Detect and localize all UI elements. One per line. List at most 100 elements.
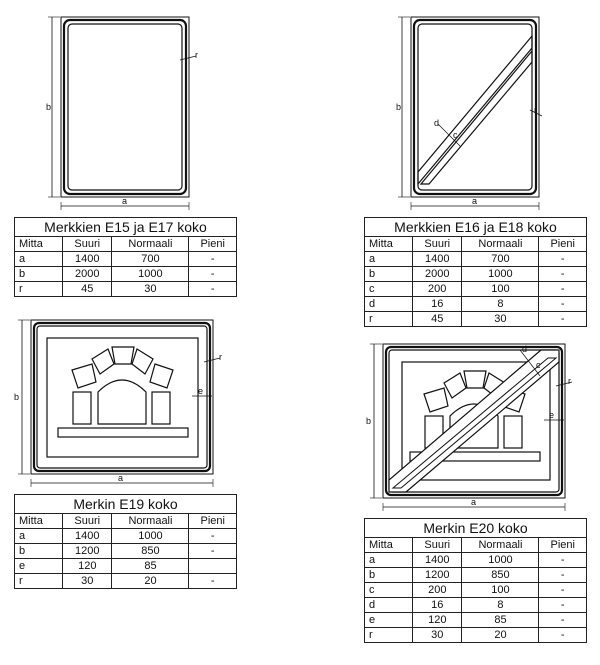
table-cell: -: [538, 251, 587, 267]
dim-label-a-2: a: [472, 196, 477, 206]
dim-label-e: e: [198, 386, 203, 396]
dim-label-a-3: a: [118, 473, 123, 483]
table-cell: a: [13, 528, 64, 544]
dim-label-r-4: r: [568, 376, 571, 386]
table-cell: 1000: [111, 266, 190, 282]
table-cell: -: [538, 582, 587, 598]
table-cell: b: [13, 266, 64, 282]
table-cell: -: [188, 281, 237, 297]
table-cell: 700: [111, 251, 190, 267]
sign-e16-e18: b a d c r: [396, 16, 543, 210]
column-header: Mitta: [13, 513, 64, 529]
table-cell: a: [363, 552, 414, 568]
table-cell: 20: [461, 627, 540, 643]
table-cell: -: [538, 627, 587, 643]
dim-label-b-4: b: [366, 416, 371, 426]
table-cell: -: [188, 573, 237, 589]
column-header: Suuri: [62, 513, 113, 529]
table-cell: 200: [412, 281, 463, 297]
table-cell: -: [538, 552, 587, 568]
table-cell: 200: [412, 582, 463, 598]
table-cell: 100: [461, 281, 540, 297]
table-cell: d: [363, 597, 414, 613]
column-header: Normaali: [461, 537, 540, 553]
table-cell: -: [188, 528, 237, 544]
table-cell: r: [13, 573, 64, 589]
table-cell: 85: [461, 612, 540, 628]
column-header: Mitta: [363, 537, 414, 553]
table-cell: 85: [111, 558, 190, 574]
table-cell: r: [13, 281, 64, 297]
table-cell: -: [538, 612, 587, 628]
column-header: Normaali: [111, 513, 190, 529]
table-title: Merkin E20 koko: [364, 518, 587, 538]
table-cell: -: [538, 296, 587, 312]
table-cell: d: [363, 296, 414, 312]
table-title: Merkin E19 koko: [14, 494, 237, 514]
table-cell: r: [363, 311, 414, 327]
dim-label-b-2: b: [396, 102, 401, 112]
table-cell: -: [538, 597, 587, 613]
table-cell: 1000: [461, 552, 540, 568]
table-cell: e: [363, 612, 414, 628]
table-cell: -: [188, 266, 237, 282]
table-cell: r: [363, 627, 414, 643]
table-cell: a: [13, 251, 64, 267]
table-cell: 100: [461, 582, 540, 598]
column-header: Mitta: [363, 236, 414, 252]
table-cell: 2000: [412, 266, 463, 282]
table-cell: 16: [412, 296, 463, 312]
dim-label-d-2: d: [522, 344, 527, 354]
table-cell: b: [363, 567, 414, 583]
table-cell: 120: [62, 558, 113, 574]
dim-label-r: r: [195, 50, 198, 60]
dim-label-c-2: c: [536, 360, 541, 370]
column-header: Pieni: [538, 537, 587, 553]
table-cell: 1400: [62, 251, 113, 267]
table-cell: 1400: [412, 251, 463, 267]
table-cell: c: [363, 281, 414, 297]
table-cell: 8: [461, 296, 540, 312]
table-cell: [188, 558, 237, 574]
dim-label-d: d: [434, 118, 439, 128]
table-cell: 45: [412, 311, 463, 327]
table-cell: 30: [62, 573, 113, 589]
column-header: Pieni: [538, 236, 587, 252]
sign-e20: b a d c r e: [366, 343, 573, 511]
dim-label-r-3: r: [219, 352, 222, 362]
table-cell: -: [188, 543, 237, 559]
table-cell: 1000: [461, 266, 540, 282]
table-cell: 1000: [111, 528, 190, 544]
table-cell: 30: [111, 281, 190, 297]
dim-label-c: c: [453, 130, 458, 140]
table-cell: -: [538, 311, 587, 327]
column-header: Suuri: [62, 236, 113, 252]
column-header: Suuri: [412, 236, 463, 252]
table-cell: -: [538, 266, 587, 282]
table-cell: 8: [461, 597, 540, 613]
table-cell: c: [363, 582, 414, 598]
table-cell: b: [13, 543, 64, 559]
table-cell: -: [538, 281, 587, 297]
